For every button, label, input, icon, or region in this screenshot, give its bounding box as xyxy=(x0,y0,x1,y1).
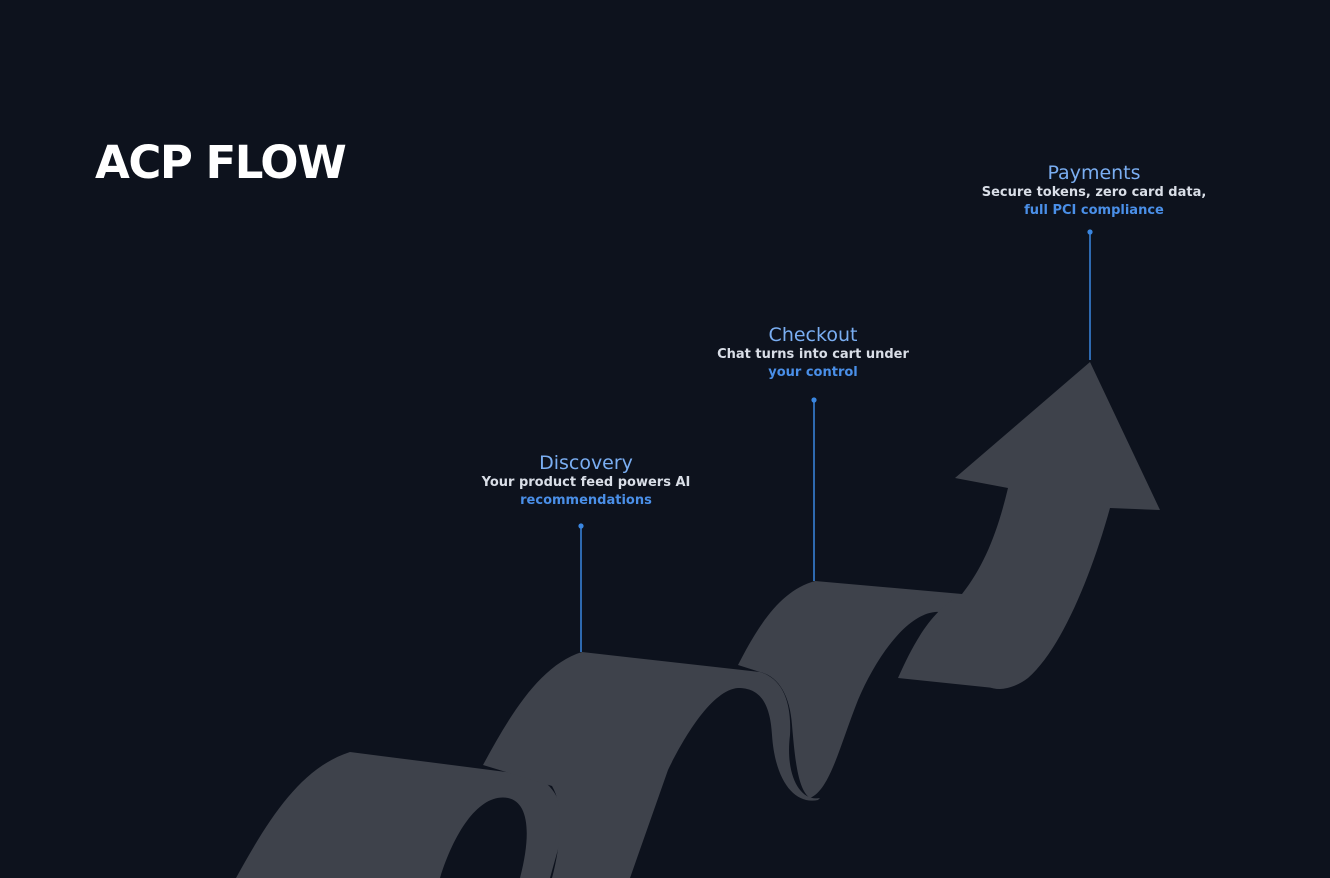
payments-connector-dot xyxy=(1087,229,1093,235)
stage-description: Your product feed powers AI xyxy=(481,475,691,490)
discovery-connector-dot xyxy=(578,523,584,529)
ribbon-segment-4 xyxy=(898,362,1160,689)
stage-highlight: recommendations xyxy=(520,493,652,508)
stage-checkout: Checkout Chat turns into cart under your… xyxy=(673,324,953,382)
stage-title: Discovery xyxy=(539,452,633,474)
ribbon-segment-3 xyxy=(738,581,1015,798)
stage-discovery: Discovery Your product feed powers AI re… xyxy=(446,452,726,510)
ribbon-segment-2 xyxy=(483,652,820,878)
stage-description: Secure tokens, zero card data, xyxy=(981,185,1207,200)
checkout-connector-dot xyxy=(811,397,817,403)
stage-title: Payments xyxy=(1047,162,1141,184)
stage-description: Chat turns into cart under xyxy=(717,347,909,362)
stage-highlight: your control xyxy=(768,365,858,380)
stage-highlight: full PCI compliance xyxy=(1024,203,1164,218)
stage-title: Checkout xyxy=(768,324,858,346)
page-title: ACP FLOW xyxy=(95,136,347,189)
ribbon-segment-1 xyxy=(236,752,563,878)
stage-payments: Payments Secure tokens, zero card data, … xyxy=(954,162,1234,220)
